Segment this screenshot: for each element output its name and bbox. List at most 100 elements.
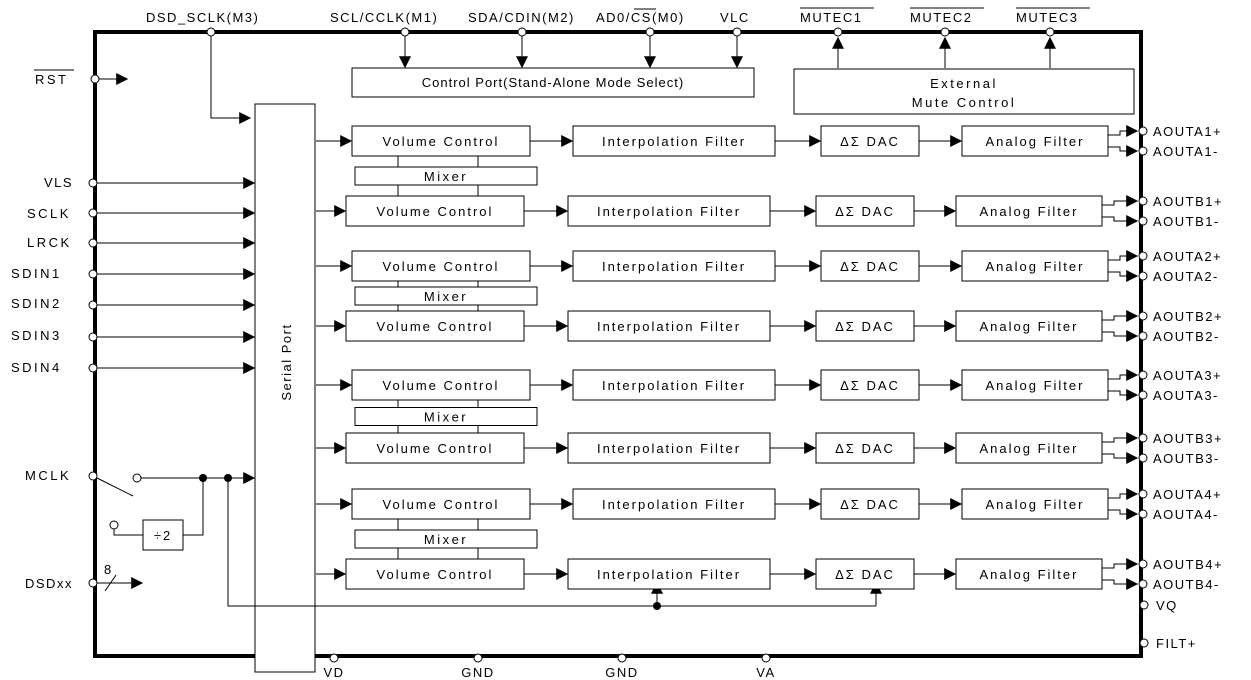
volume-control-label: Volume Control xyxy=(377,319,494,334)
output-label-pos: AOUTA3+ xyxy=(1153,368,1222,383)
mclk-switch xyxy=(96,477,134,497)
pin-vlc-label: VLC xyxy=(720,10,750,25)
pin-mclk xyxy=(88,471,98,481)
mixer-label: Mixer xyxy=(424,532,468,547)
pin-rst-label: RST xyxy=(35,72,69,87)
volume-control-label: Volume Control xyxy=(383,497,500,512)
dac-label: ΔΣ DAC xyxy=(840,134,900,149)
pin-sclk xyxy=(88,208,98,218)
output-label-pos: AOUTA4+ xyxy=(1153,487,1222,502)
pin-dsd-sclk xyxy=(206,27,216,37)
pin-dsd-sclk-label: DSD_SCLK(M3) xyxy=(146,10,259,25)
interpolation-filter-block xyxy=(572,250,776,282)
interpolation-filter-block xyxy=(572,125,776,157)
volume-control-block xyxy=(345,310,525,342)
output-label-pos: AOUTA2+ xyxy=(1153,249,1222,264)
pin-ad0 xyxy=(645,27,655,37)
pin-sdin4-label: SDIN4 xyxy=(11,360,62,375)
output-pin-neg xyxy=(1138,331,1148,341)
volume-control-label: Volume Control xyxy=(377,204,494,219)
output-label-neg: AOUTA2- xyxy=(1153,269,1219,284)
pin-sdin3 xyxy=(88,332,98,342)
pin-sdin1 xyxy=(88,269,98,279)
output-pin-pos xyxy=(1138,489,1148,499)
pin-sdin2-label: SDIN2 xyxy=(11,296,62,311)
pin-vls-label: VLS xyxy=(44,175,73,190)
control-port-label: Control Port(Stand-Alone Mode Select) xyxy=(422,75,684,90)
volume-control-block xyxy=(345,195,525,227)
output-pin-pos xyxy=(1138,433,1148,443)
dac-label: ΔΣ DAC xyxy=(840,378,900,393)
pin-mutec3 xyxy=(1045,27,1055,37)
pin-mutec3-label: MUTEC3 xyxy=(1016,10,1078,25)
output-pin-neg xyxy=(1138,271,1148,281)
output-pin-pos xyxy=(1138,311,1148,321)
dac-label: ΔΣ DAC xyxy=(835,319,895,334)
output-pin-pos xyxy=(1138,126,1148,136)
pin-scl-label: SCL/CCLK(M1) xyxy=(330,10,438,25)
interpolation-filter-block xyxy=(567,558,771,590)
dac-block xyxy=(820,250,920,282)
interpolation-filter-label: Interpolation Filter xyxy=(602,378,746,393)
output-label-neg: AOUTA1- xyxy=(1153,144,1219,159)
analog-filter-block xyxy=(955,558,1103,590)
analog-filter-label: Analog Filter xyxy=(986,134,1085,149)
pin-vq-label: VQ xyxy=(1156,598,1178,613)
analog-filter-label: Analog Filter xyxy=(986,497,1085,512)
analog-filter-label: Analog Filter xyxy=(980,567,1079,582)
interpolation-filter-label: Interpolation Filter xyxy=(602,497,746,512)
pin-sdin1-label: SDIN1 xyxy=(11,266,62,281)
pin-scl xyxy=(400,27,410,37)
pin-mutec1 xyxy=(833,27,843,37)
dac-block xyxy=(820,125,920,157)
interpolation-filter-label: Interpolation Filter xyxy=(602,134,746,149)
output-label-pos: AOUTA1+ xyxy=(1153,124,1222,139)
interpolation-filter-block xyxy=(567,195,771,227)
analog-filter-block xyxy=(961,488,1109,520)
external-mute-label-2: Mute Control xyxy=(912,95,1016,110)
analog-filter-label: Analog Filter xyxy=(986,259,1085,274)
output-pin-pos xyxy=(1138,370,1148,380)
interpolation-filter-label: Interpolation Filter xyxy=(597,204,741,219)
analog-filter-label: Analog Filter xyxy=(980,319,1079,334)
volume-control-block xyxy=(351,488,531,520)
interpolation-filter-label: Interpolation Filter xyxy=(597,567,741,582)
dac-block xyxy=(815,558,915,590)
pin-lrck xyxy=(88,238,98,248)
volume-control-block xyxy=(351,250,531,282)
output-label-pos: AOUTB3+ xyxy=(1153,431,1223,446)
output-pin-neg xyxy=(1138,509,1148,519)
output-pin-neg xyxy=(1138,390,1148,400)
analog-filter-block xyxy=(961,125,1109,157)
dac-block xyxy=(815,195,915,227)
volume-control-block xyxy=(345,432,525,464)
mixer-block xyxy=(354,407,538,426)
pin-filt xyxy=(1139,638,1149,648)
dac-block xyxy=(820,369,920,401)
output-pin-pos xyxy=(1138,196,1148,206)
analog-filter-block xyxy=(955,195,1103,227)
pin-ad0-label: AD0/CS(M0) xyxy=(596,10,685,25)
dac-label: ΔΣ DAC xyxy=(835,204,895,219)
pin-sdin4 xyxy=(88,363,98,373)
pin-va xyxy=(761,653,771,663)
pin-filt-label: FILT+ xyxy=(1156,636,1197,651)
pin-gnd-1 xyxy=(473,653,483,663)
pin-sclk-label: SCLK xyxy=(27,206,71,221)
interpolation-filter-label: Interpolation Filter xyxy=(597,441,741,456)
pin-gnd-2-label: GND xyxy=(605,665,638,680)
pin-rst xyxy=(90,74,100,84)
output-label-neg: AOUTB4- xyxy=(1153,577,1220,592)
serial-port-label: Serial Port xyxy=(279,323,294,400)
interpolation-filter-block xyxy=(572,488,776,520)
pin-sdin3-label: SDIN3 xyxy=(11,328,62,343)
output-label-neg: AOUTA4- xyxy=(1153,507,1219,522)
interpolation-filter-label: Interpolation Filter xyxy=(602,259,746,274)
pin-dsdxx xyxy=(88,578,98,588)
analog-filter-block xyxy=(961,250,1109,282)
control-port-block xyxy=(351,67,755,98)
pin-vd xyxy=(329,653,339,663)
pin-vq xyxy=(1139,600,1149,610)
dac-label: ΔΣ DAC xyxy=(835,441,895,456)
